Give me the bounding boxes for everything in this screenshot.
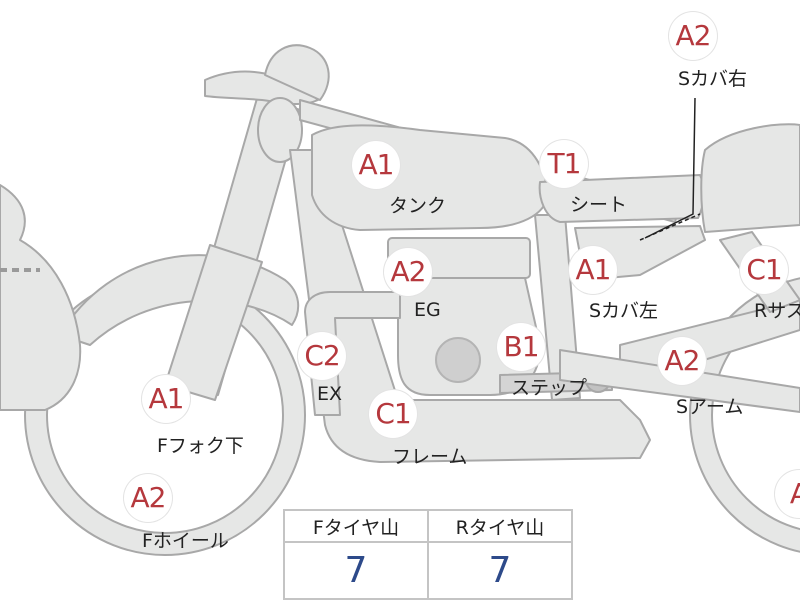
f-fork-lower-code: A1 [142,375,190,423]
r-suspension-label: Rサス [754,300,800,322]
seat-code: T1 [540,140,588,188]
headlight [0,184,82,411]
exhaust-label: EX [317,383,343,405]
swing-arm-code: A2 [658,337,706,385]
s-cover-left-code: A1 [569,246,617,294]
s-cover-right-label: Sカバ右 [678,68,748,90]
front-tire-value: 7 [283,541,429,600]
frame-label: フレーム [392,446,468,468]
s-cover-left-label: Sカバ左 [589,300,659,322]
engine-code: A2 [384,248,432,296]
s-cover-right-code: A2 [669,12,717,60]
swing-arm-label: Sアーム [676,396,744,418]
step-label: ステップ [511,377,588,399]
tire-tread-table: Fタイヤ山 Rタイヤ山 7 7 [283,509,573,600]
rear-tail [700,123,800,233]
fork-lower [164,244,263,401]
r-suspension-code: C1 [740,246,788,294]
tank-code: A1 [352,141,400,189]
exhaust-code: C2 [298,332,346,380]
tire-table-value-row: 7 7 [283,541,573,600]
rear-tire-header: Rタイヤ山 [427,509,573,543]
front-tire-header: Fタイヤ山 [283,509,429,543]
frame-down [289,149,651,463]
f-fork-lower-label: Fフォク下 [157,435,244,457]
f-wheel-label: Fホイール [142,530,229,552]
frame-code: C1 [369,390,417,438]
tire-table-header-row: Fタイヤ山 Rタイヤ山 [283,509,573,543]
tank-label: タンク [389,195,447,217]
rear-tire-value: 7 [427,541,573,600]
engine-label: EG [414,299,441,321]
step-code: B1 [497,323,545,371]
seat-label: シート [570,194,628,216]
f-wheel-code: A2 [124,474,172,522]
